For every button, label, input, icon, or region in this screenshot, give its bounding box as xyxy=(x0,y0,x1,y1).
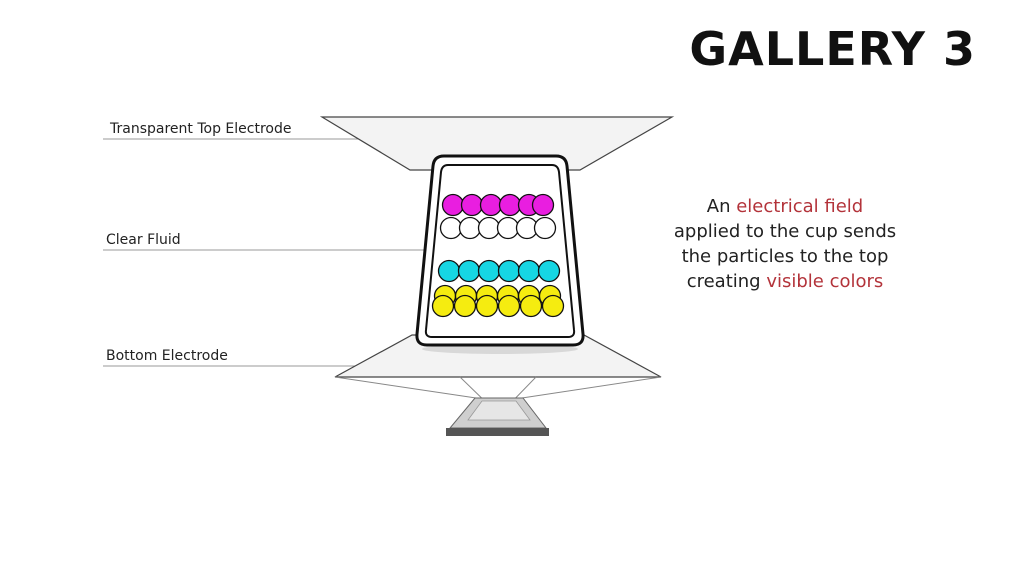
projection-line-right xyxy=(521,376,662,399)
magenta-particle xyxy=(441,193,465,217)
cyan-particle xyxy=(537,259,561,283)
base-stand-foot xyxy=(446,428,549,436)
cyan-particle xyxy=(477,259,501,283)
cyan-particle xyxy=(457,259,481,283)
yellow-particle xyxy=(541,294,565,318)
explanation-caption: An electrical field applied to the cup s… xyxy=(640,194,930,294)
yellow-particle xyxy=(519,294,543,318)
particle-layers xyxy=(431,193,565,318)
cyan-particle xyxy=(497,259,521,283)
cyan-particle xyxy=(437,259,461,283)
base-stand-inner xyxy=(467,400,531,421)
white-particle xyxy=(533,216,557,240)
page-title: GALLERY 3 xyxy=(689,22,976,76)
caption-line-1: An electrical field xyxy=(706,196,864,217)
magenta-particle xyxy=(479,193,503,217)
cyan-particle xyxy=(517,259,541,283)
caption-highlight-electrical-field: electrical field xyxy=(736,196,864,217)
magenta-particle xyxy=(460,193,484,217)
caption-line-2: applied to the cup sends xyxy=(673,221,897,242)
top-electrode-label: Transparent Top Electrode xyxy=(110,121,292,137)
yellow-particle xyxy=(431,294,455,318)
white-particle xyxy=(496,216,520,240)
clear-fluid-label: Clear Fluid xyxy=(106,232,181,248)
projection-line-left xyxy=(334,376,477,399)
yellow-particle xyxy=(453,294,477,318)
top-electrode-plate xyxy=(319,116,675,171)
caption-line-3: the particles to the top xyxy=(681,246,889,267)
white-particle xyxy=(458,216,482,240)
magenta-particle xyxy=(498,193,522,217)
bottom-electrode-label: Bottom Electrode xyxy=(106,348,228,364)
white-particle xyxy=(439,216,463,240)
magenta-particle xyxy=(531,193,555,217)
white-particle xyxy=(477,216,501,240)
yellow-particle xyxy=(475,294,499,318)
caption-line-4: creating visible colors xyxy=(686,271,884,292)
yellow-particle xyxy=(497,294,521,318)
caption-highlight-visible-colors: visible colors xyxy=(766,271,884,292)
